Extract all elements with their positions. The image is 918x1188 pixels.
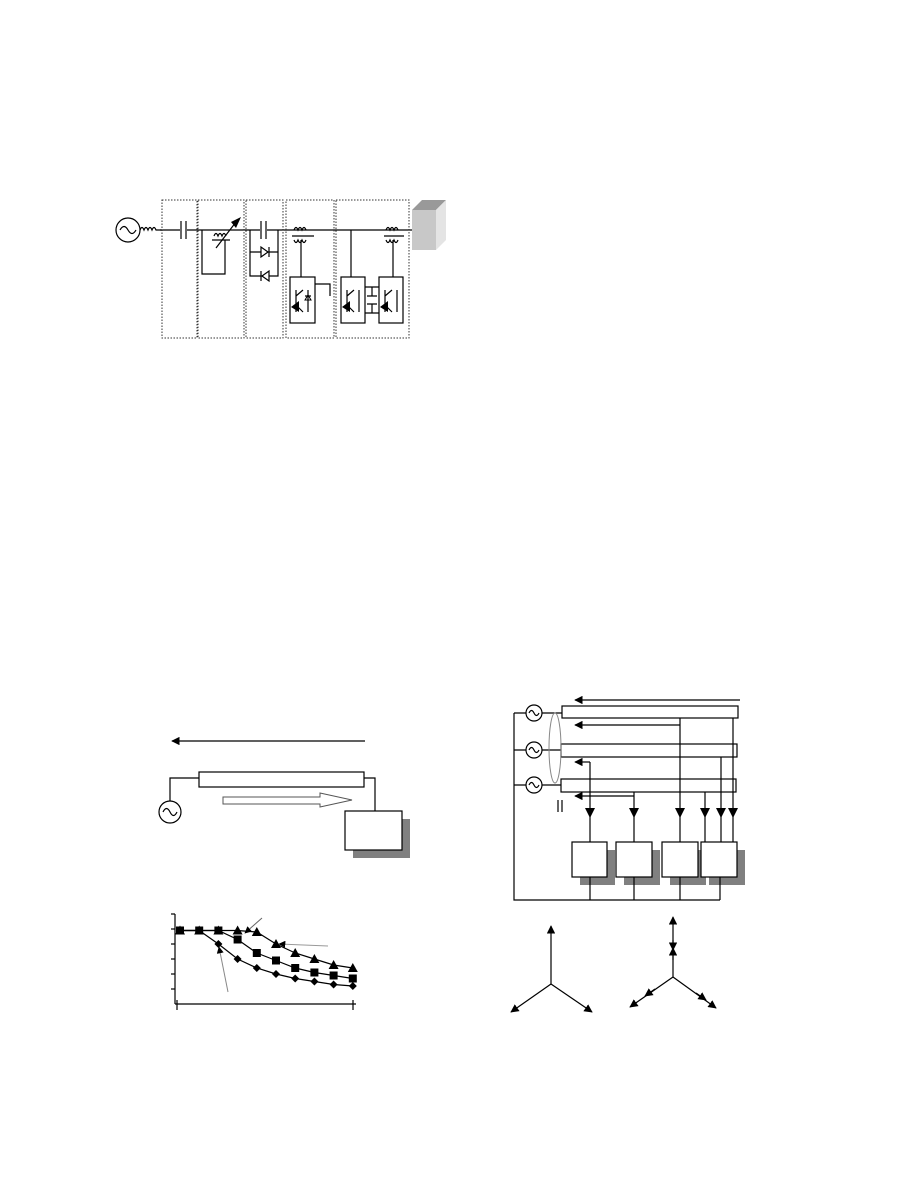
ac-sources [513, 704, 720, 901]
series-square [176, 926, 357, 983]
series-line [180, 929, 353, 987]
data-point-square [252, 949, 261, 957]
line-bar-icon [560, 743, 738, 758]
data-point-diamond [329, 980, 338, 989]
series-diamond [176, 926, 357, 990]
data-point-square [348, 974, 357, 983]
variable-transformer-icon [201, 217, 241, 275]
thyristor-icon [260, 245, 270, 259]
load-box-icon [344, 810, 403, 851]
data-point-diamond [291, 974, 300, 983]
igbt-converter-icon [340, 276, 366, 324]
data-point-square [329, 971, 338, 980]
thyristor-icon [260, 269, 270, 283]
load-box-icon [700, 841, 738, 878]
data-point-diamond [176, 926, 184, 935]
data-point-triangle [328, 960, 339, 969]
data-point-triangle [271, 939, 281, 948]
data-point-diamond [214, 940, 223, 948]
series-line [180, 929, 353, 969]
data-point-triangle [232, 925, 243, 935]
data-point-square [272, 956, 280, 965]
transformer-icon [292, 226, 314, 244]
data-point-square [310, 968, 319, 977]
network-diagram [513, 695, 745, 901]
capacitor-icon [180, 221, 187, 239]
data-point-triangle [309, 954, 320, 963]
igbt-converter-icon [378, 276, 404, 324]
section-boxes [161, 199, 410, 339]
statcom-section [289, 226, 331, 324]
line-group-ellipse [548, 712, 562, 784]
phasor-diagram-balanced [510, 925, 593, 1013]
annotation-arrows [216, 917, 329, 993]
data-point-triangle [347, 963, 358, 972]
data-point-diamond [195, 926, 204, 935]
transmission-line-diagram [158, 736, 410, 858]
data-point-diamond [272, 970, 280, 978]
data-point-diamond [233, 955, 242, 963]
transformer-icon [384, 226, 404, 244]
data-point-square [291, 964, 300, 972]
compensation-circuit-diagram [115, 199, 446, 339]
data-point-square [214, 926, 223, 935]
inductor-icon [139, 226, 162, 232]
data-point-diamond [252, 964, 261, 972]
line-bar-icon [561, 705, 739, 719]
upfc-section [340, 226, 404, 324]
load-box-icon [615, 841, 653, 878]
load-block-icon [412, 200, 446, 250]
load-box-icon [571, 841, 608, 878]
series-line [180, 929, 353, 980]
line-chart [171, 913, 358, 1010]
load-boxes [571, 841, 745, 900]
ac-source-wave [119, 225, 137, 235]
phasor-diagram-unbalanced [629, 916, 717, 1009]
data-point-diamond [310, 977, 319, 986]
line-bar-icon [198, 771, 365, 788]
line-bar-icon [560, 778, 737, 793]
power-flow-arrow-icon [222, 792, 353, 808]
data-point-triangle [251, 927, 262, 936]
load-box-icon [661, 841, 699, 878]
data-point-triangle [290, 948, 301, 957]
load-feeders [585, 718, 738, 842]
thyristor-switched-capacitor [249, 221, 279, 283]
data-point-diamond [348, 982, 357, 990]
data-point-square [233, 935, 242, 944]
